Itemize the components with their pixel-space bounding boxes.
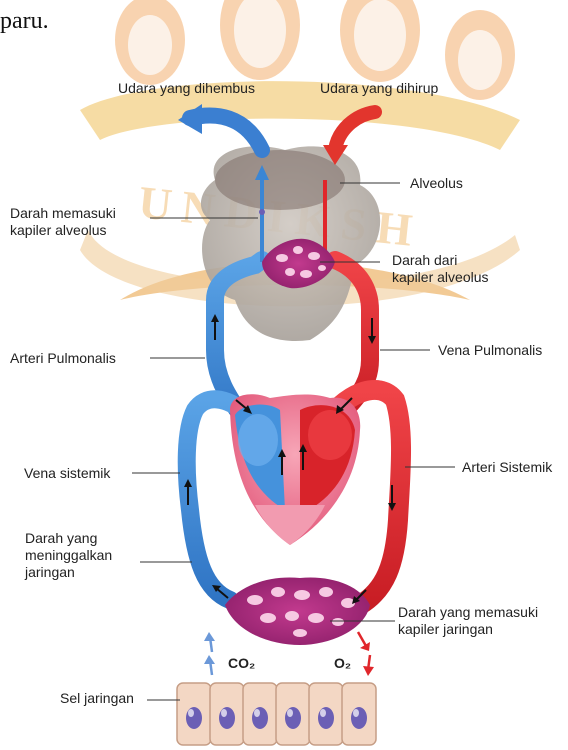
- label-exhaled-air: Udara yang dihembus: [118, 80, 255, 97]
- label-o2: O₂: [334, 655, 351, 671]
- heart: [230, 394, 360, 545]
- label-blood-leaving-line3: jaringan: [25, 564, 112, 581]
- label-blood-entering-line1: Darah yang memasuki: [398, 604, 538, 621]
- co2-arrows: [210, 637, 212, 675]
- label-pulmonary-vein: Vena Pulmonalis: [438, 342, 542, 359]
- label-blood-enter-capillary: Darah memasuki kapiler alveolus: [10, 205, 116, 239]
- label-systemic-artery: Arteri Sistemik: [462, 459, 552, 476]
- label-blood-entering-tissue: Darah yang memasuki kapiler jaringan: [398, 604, 538, 638]
- label-blood-leaving-line1: Darah yang: [25, 530, 112, 547]
- o2-arrows: [358, 632, 370, 670]
- label-inhaled-air: Udara yang dihirup: [320, 80, 438, 97]
- capillary-dot: [259, 209, 265, 215]
- label-blood-enter-capillary-line1: Darah memasuki: [10, 205, 116, 222]
- label-blood-enter-capillary-line2: kapiler alveolus: [10, 222, 116, 239]
- tissue-capillary: [225, 577, 370, 645]
- label-co2: CO₂: [228, 655, 255, 671]
- label-blood-from-capillary-line2: kapiler alveolus: [392, 269, 489, 286]
- tissue-cells: [177, 683, 376, 745]
- label-blood-leaving-line2: meninggalkan: [25, 547, 112, 564]
- label-alveolus: Alveolus: [410, 175, 463, 192]
- label-blood-from-capillary: Darah dari kapiler alveolus: [392, 252, 489, 286]
- label-pulmonary-artery: Arteri Pulmonalis: [10, 350, 116, 367]
- label-blood-leaving-tissue: Darah yang meninggalkan jaringan: [25, 530, 112, 581]
- label-systemic-vein: Vena sistemik: [24, 465, 110, 482]
- label-blood-from-capillary-line1: Darah dari: [392, 252, 489, 269]
- label-blood-entering-line2: kapiler jaringan: [398, 621, 538, 638]
- label-tissue-cells: Sel jaringan: [60, 690, 134, 707]
